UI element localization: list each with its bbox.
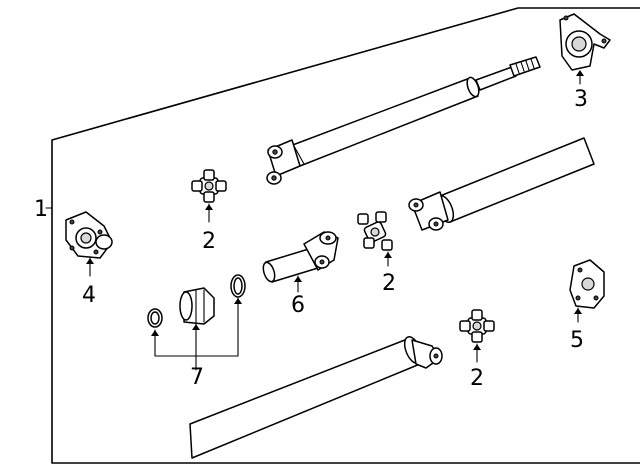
lower-driveshaft-tube-icon bbox=[189, 336, 443, 459]
callout-6: 6 bbox=[291, 293, 305, 318]
callout-5-arrowhead bbox=[574, 308, 582, 314]
slip-yoke-icon bbox=[262, 231, 339, 283]
callout-2a: 2 bbox=[202, 229, 216, 254]
rear-driveshaft-icon bbox=[408, 137, 595, 231]
callout-3: 3 bbox=[574, 87, 588, 112]
callout-3-arrowhead bbox=[576, 70, 584, 76]
universal-joint-icon bbox=[459, 309, 495, 343]
callout-7-arrowhead-right bbox=[234, 298, 242, 304]
callout-1: 1 bbox=[34, 197, 48, 222]
companion-flange-icon bbox=[65, 211, 113, 259]
callout-6-arrowhead bbox=[294, 276, 302, 282]
callout-2c-arrowhead bbox=[473, 344, 481, 350]
callout-2c: 2 bbox=[470, 366, 484, 391]
universal-joint-icon bbox=[357, 211, 393, 251]
callout-7-arrowhead-left bbox=[151, 330, 159, 336]
callout-7: 7 bbox=[190, 365, 204, 390]
mounting-bracket-icon bbox=[569, 259, 605, 309]
callout-5: 5 bbox=[570, 328, 584, 353]
callout-2a-arrowhead bbox=[205, 204, 213, 210]
callout-2b-arrowhead bbox=[384, 252, 392, 258]
boot-and-clamp-icon bbox=[147, 274, 246, 328]
assembly-boundary bbox=[51, 7, 640, 464]
front-driveshaft-icon bbox=[266, 56, 541, 185]
callout-7-arrowhead-mid bbox=[192, 324, 200, 330]
callout-2b: 2 bbox=[382, 271, 396, 296]
universal-joint-icon bbox=[191, 169, 227, 203]
callout-4: 4 bbox=[82, 283, 96, 308]
callout-4-arrowhead bbox=[86, 258, 94, 264]
callout-7-leader bbox=[154, 297, 239, 371]
center-support-bearing-icon bbox=[559, 13, 611, 71]
